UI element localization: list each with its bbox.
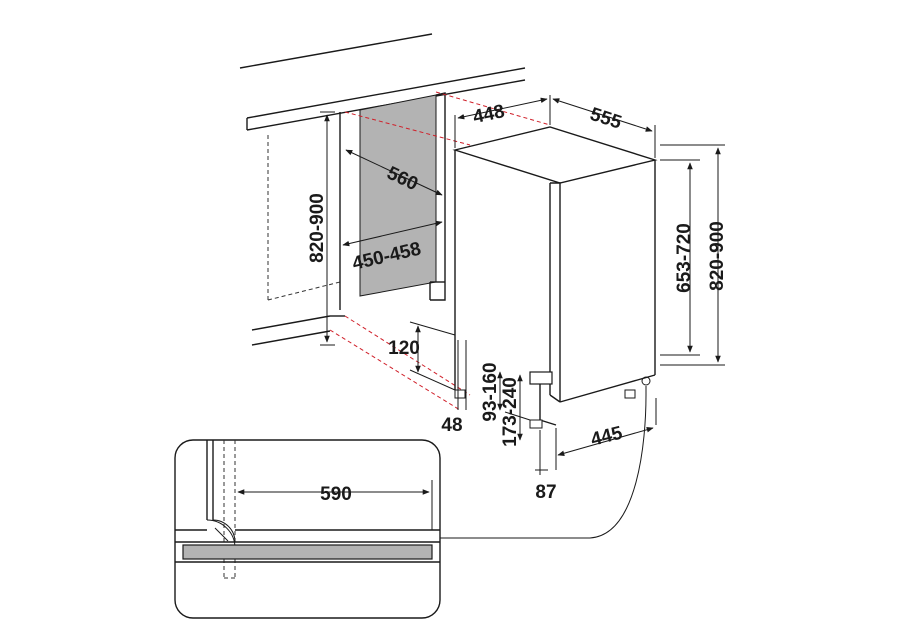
dimension-555: 555 (587, 104, 624, 134)
dishwasher (452, 126, 658, 429)
dimension-93-160: 93-160 (480, 362, 501, 421)
countertop-panel (182, 544, 433, 560)
dimension-120: 120 (388, 338, 420, 359)
detail-inset (174, 439, 441, 619)
dimension-173-240: 173-240 (500, 377, 521, 447)
dimension-820-900-left: 820-900 (307, 193, 328, 263)
dimension-590: 590 (320, 484, 352, 505)
dimension-48: 48 (441, 415, 462, 436)
dimension-87: 87 (535, 482, 556, 503)
cabinet-outline (251, 112, 345, 346)
dimension-448: 448 (471, 101, 506, 128)
dimension-445: 445 (589, 423, 625, 451)
dimension-653-720: 653-720 (674, 223, 695, 293)
dimension-820-900-right: 820-900 (707, 221, 728, 291)
niche-side-edge (430, 92, 446, 301)
detail-connector (440, 386, 647, 539)
